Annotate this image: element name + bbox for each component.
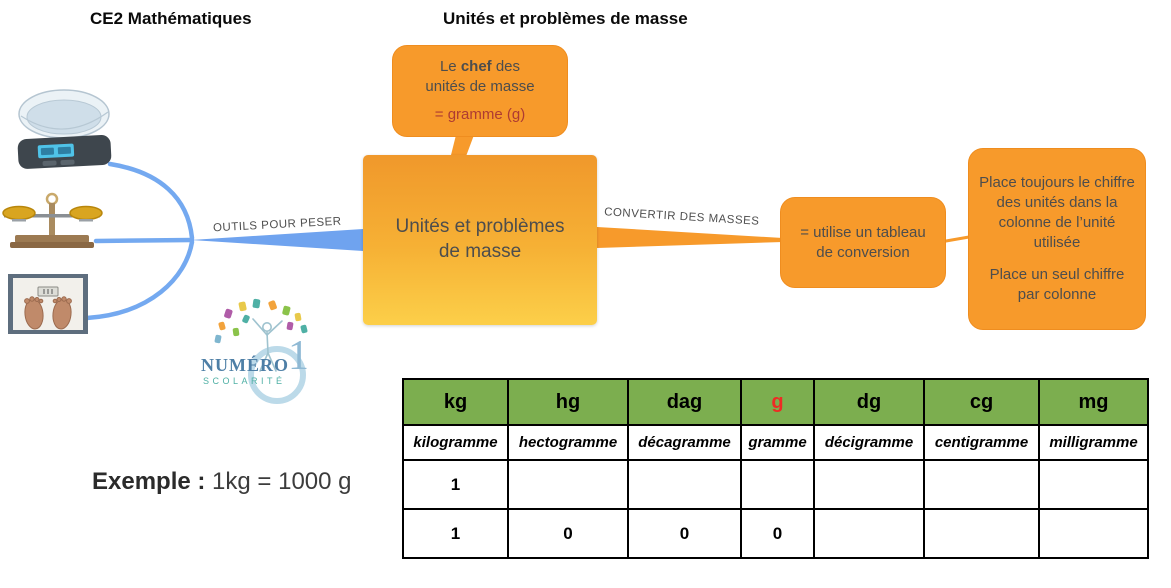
conversion-node: = utilise un tableau de conversion xyxy=(780,197,946,288)
logo-artwork xyxy=(214,298,308,404)
rules-paragraph-2: Place un seul chiffre par colonne xyxy=(989,266,1125,304)
branch-curve-bathroom-scale xyxy=(84,239,195,321)
chef-node-line2: unités de masse xyxy=(425,77,535,95)
table-row: 1 0 0 0 xyxy=(402,508,1149,559)
example-value: 1kg = 1000 g xyxy=(205,468,352,495)
numero1-scolarite-logo: NUMÉRO 1 SCOLARITÉ xyxy=(195,295,330,405)
cell-r2-kg: 1 xyxy=(402,508,509,559)
header-cell-dag: dag xyxy=(627,378,742,426)
logo-confetti xyxy=(214,298,308,344)
central-topic-node: Unités et problèmes de masse xyxy=(363,155,597,325)
logo-one-text: 1 xyxy=(288,333,309,379)
cell-r2-mg xyxy=(1038,508,1149,559)
header-cell-kg: kg xyxy=(402,378,509,426)
cell-r1-dg xyxy=(813,459,925,510)
branch-label-convert: CONVERTIR DES MASSES xyxy=(603,206,760,228)
branch-curve-kitchen-scale xyxy=(107,161,195,241)
bathroom-scale-icon xyxy=(8,274,88,334)
kitchen-scale-icon xyxy=(17,89,112,169)
branch-taper-convert xyxy=(597,227,783,248)
header-cell-g: g xyxy=(740,378,815,426)
header-cell-hg: hg xyxy=(507,378,629,426)
cell-r2-dag: 0 xyxy=(627,508,742,559)
logo-subtitle-text: SCOLARITÉ xyxy=(203,376,286,386)
cell-r1-hg xyxy=(507,459,629,510)
cell-r1-cg xyxy=(923,459,1040,510)
conversion-table: kg hg dag g dg cg mg kilogramme hectogra… xyxy=(402,378,1149,559)
header-cell-mg: mg xyxy=(1038,378,1149,426)
subheader-decigramme: décigramme xyxy=(813,424,925,461)
logo-figure xyxy=(252,318,283,372)
connector-conversion-rules xyxy=(944,235,971,243)
lesson-title: Unités et problèmes de masse xyxy=(443,9,688,28)
rules-node: Place toujours le chiffre des unités dan… xyxy=(968,148,1146,330)
chef-node: Le chef des unités de masse = gramme (g) xyxy=(392,45,568,137)
rules-paragraph-1: Place toujours le chiffre des unités dan… xyxy=(979,174,1135,251)
chef-node-highlight: = gramme (g) xyxy=(434,106,526,124)
cell-r1-dag xyxy=(627,459,742,510)
balance-scale-icon xyxy=(2,192,103,248)
subheader-gramme: gramme xyxy=(740,424,815,461)
subheader-decagramme: décagramme xyxy=(627,424,742,461)
example-line: Exemple : 1kg = 1000 g xyxy=(92,468,352,496)
subheader-hectogramme: hectogramme xyxy=(507,424,629,461)
header-cell-dg: dg xyxy=(813,378,925,426)
branch-label-tools: OUTILS POUR PESER xyxy=(212,215,342,235)
branch-curve-balance-scale xyxy=(93,237,195,244)
chef-node-line1: Le chef des xyxy=(439,57,521,75)
cell-r2-cg xyxy=(923,508,1040,559)
cell-r1-g xyxy=(740,459,815,510)
cell-r2-dg xyxy=(813,508,925,559)
table-row: 1 xyxy=(402,459,1149,510)
cell-r1-kg: 1 xyxy=(402,459,509,510)
table-subheader-row: kilogramme hectogramme décagramme gramme… xyxy=(402,424,1149,461)
logo-name-text: NUMÉRO xyxy=(201,355,289,375)
course-title: CE2 Mathématiques xyxy=(90,9,252,28)
subheader-milligramme: milligramme xyxy=(1038,424,1149,461)
subheader-centigramme: centigramme xyxy=(923,424,1040,461)
table-header-row: kg hg dag g dg cg mg xyxy=(402,378,1149,426)
header-cell-cg: cg xyxy=(923,378,1040,426)
cell-r2-hg: 0 xyxy=(507,508,629,559)
subheader-kilogramme: kilogramme xyxy=(402,424,509,461)
cell-r2-g: 0 xyxy=(740,508,815,559)
cell-r1-mg xyxy=(1038,459,1149,510)
example-label: Exemple : xyxy=(92,468,206,495)
